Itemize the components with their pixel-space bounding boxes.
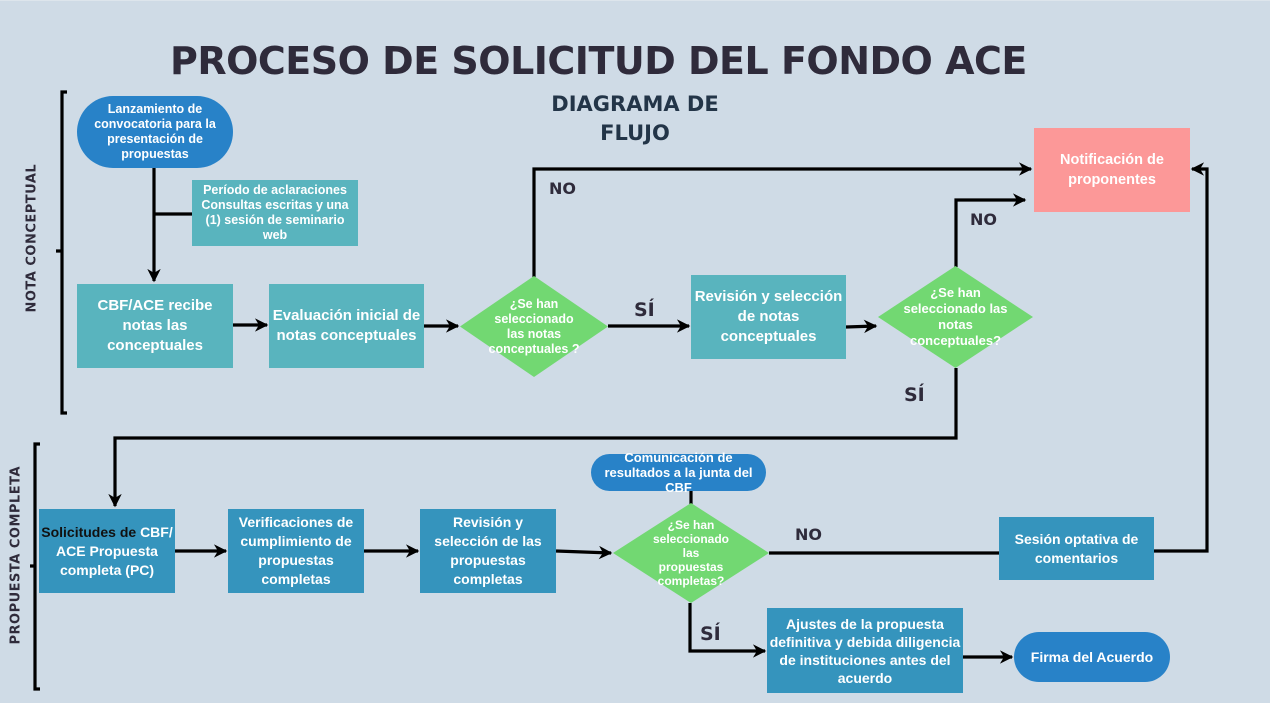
decision-shape xyxy=(613,503,769,603)
edge-d2-no xyxy=(954,193,1027,267)
edge-label-si: SÍ xyxy=(700,623,721,645)
node-solicitudes-text: Solicitudes de CBF/ ACE Propuesta comple… xyxy=(39,523,175,580)
decision-text: ¿Se han seleccionado las notas conceptua… xyxy=(488,296,580,356)
bracket-propuesta-completa xyxy=(30,442,40,691)
subtitle-line-2: FLUJO xyxy=(600,121,670,145)
bracket-nota-conceptual xyxy=(56,90,67,415)
node-sesion-comentarios: Sesión optativa de comentarios xyxy=(999,517,1154,580)
node-notificacion-proponentes: Notificación de proponentes xyxy=(1034,128,1190,212)
node-comunicacion-resultados: Comunicación de resultados a la junta de… xyxy=(591,450,766,495)
decision-text: ¿Se han seleccionado las propuestas comp… xyxy=(652,518,730,588)
node-lanzamiento: Lanzamiento de convocatoria para la pres… xyxy=(77,96,233,168)
decision-notas-seleccionadas-1: ¿Se han seleccionado las notas conceptua… xyxy=(460,276,608,377)
decision-shape xyxy=(878,266,1033,368)
node-firma-acuerdo: Firma del Acuerdo xyxy=(1014,632,1170,682)
edge-label-si: SÍ xyxy=(634,299,655,321)
node-revision-propuestas: Revisión y selección de las propuestas c… xyxy=(420,509,556,593)
node-verificaciones: Verificaciones de cumplimiento de propue… xyxy=(228,509,364,593)
node-ajustes-propuesta: Ajustes de la propuesta definitiva y deb… xyxy=(767,608,963,693)
subtitle-line-1: DIAGRAMA DE xyxy=(551,92,719,116)
edge-rev1-d2 xyxy=(845,319,878,334)
node-cbf-recibe: CBF/ACE recibe notas las conceptuales xyxy=(77,284,233,368)
edge-rev2-d3 xyxy=(555,545,613,560)
solicitudes-rest: CBF/ ACE Propuesta completa (PC) xyxy=(56,523,173,578)
decision-propuestas-seleccionadas: ¿Se han seleccionado las propuestas comp… xyxy=(613,503,769,603)
decision-text: ¿Se han seleccionado las notas conceptua… xyxy=(903,285,1008,348)
page-subtitle: DIAGRAMA DE FLUJO xyxy=(520,90,750,148)
node-periodo-aclaraciones: Período de aclaraciones Consultas escrit… xyxy=(192,180,358,246)
edge-label-no: NO xyxy=(970,210,997,229)
edge-label-no: NO xyxy=(795,525,822,544)
section-label-propuesta-completa: PROPUESTA COMPLETA xyxy=(8,465,24,645)
decision-shape xyxy=(460,276,608,377)
edge-label-no: NO xyxy=(549,179,576,198)
edge-d3-si xyxy=(688,603,767,658)
node-evaluacion-inicial: Evaluación inicial de notas conceptuales xyxy=(269,284,424,368)
edge-d1-no xyxy=(532,162,1033,277)
edge-d2-si xyxy=(108,368,958,508)
page-title: PROCESO DE SOLICITUD DEL FONDO ACE xyxy=(170,39,1027,83)
node-solicitudes-pc: Solicitudes de CBF/ ACE Propuesta comple… xyxy=(39,509,175,593)
edge-sesion-notif xyxy=(1154,162,1209,553)
decision-notas-seleccionadas-2: ¿Se han seleccionado las notas conceptua… xyxy=(878,266,1033,368)
edge-label-si: SÍ xyxy=(904,384,925,406)
node-revision-notas: Revisión y selección de notas conceptual… xyxy=(691,275,846,359)
solicitudes-prefix: Solicitudes de xyxy=(41,523,137,540)
section-label-nota-conceptual: NOTA CONCEPTUAL xyxy=(24,163,40,313)
